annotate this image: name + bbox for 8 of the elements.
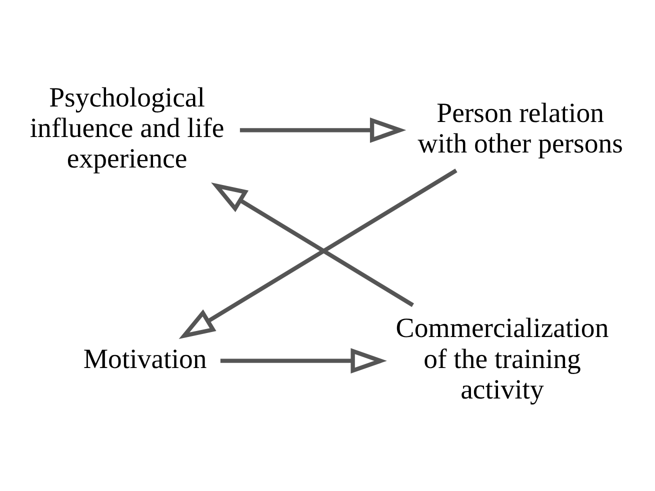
- node-text: Commercialization of the training activity: [396, 313, 609, 406]
- node-text: Motivation: [83, 344, 207, 375]
- node-text: Psychological influence and life experience: [30, 82, 224, 175]
- node-text: Person relation with other persons: [418, 98, 623, 160]
- arrow: [211, 182, 414, 307]
- arrow: [240, 117, 406, 143]
- arrow: [220, 348, 387, 374]
- arrow: [178, 168, 458, 339]
